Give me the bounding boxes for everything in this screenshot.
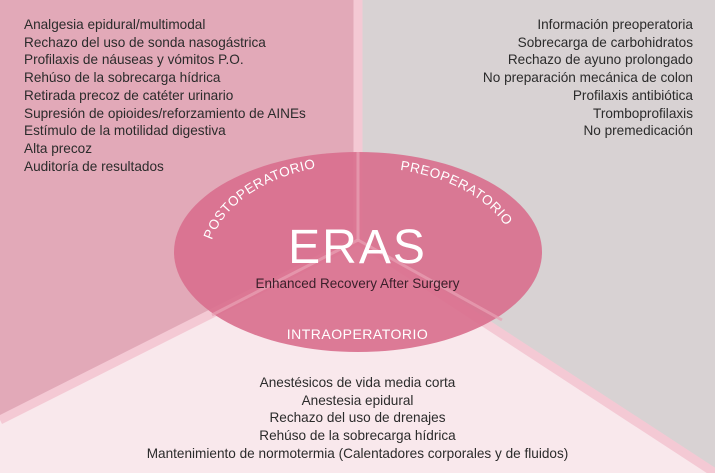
- list-item: Estímulo de la motilidad digestiva: [24, 123, 226, 139]
- ellipse-divider-right: [357, 238, 503, 322]
- preoperatorio-list: Información preoperatoria Sobrecarga de …: [483, 16, 693, 140]
- list-item: Profilaxis de náuseas y vómitos P.O.: [24, 52, 244, 68]
- ellipse-divider-left: [211, 238, 359, 317]
- list-item: Tromboprofilaxis: [593, 105, 693, 121]
- list-item: Rechazo de ayuno prolongado: [507, 52, 693, 68]
- list-item: Sobrecarga de carbohidratos: [517, 34, 693, 50]
- postoperatorio-region: [0, 0, 358, 420]
- list-item: Mantenimiento de normotermia (Calentador…: [146, 445, 569, 461]
- eras-subtitle: Enhanced Recovery After Surgery: [255, 276, 460, 291]
- list-item: Rehúso de la sobrecarga hídrica: [259, 428, 456, 444]
- list-item: Rehúso de la sobrecarga hídrica: [24, 70, 221, 86]
- intraoperatorio-region: [0, 240, 715, 473]
- intraoperatorio-label: INTRAOPERATORIO: [286, 326, 429, 342]
- list-item: Rechazo del uso de drenajes: [269, 410, 446, 426]
- list-item: No preparación mecánica de colon: [482, 70, 693, 86]
- eras-ellipse: [174, 152, 542, 352]
- list-item: Alta precoz: [24, 140, 93, 156]
- list-item: Rechazo del uso de sonda nasogástrica: [24, 34, 266, 50]
- list-item: Retirada precoz de catéter urinario: [24, 87, 234, 103]
- list-item: Anestésicos de vida media corta: [259, 375, 456, 390]
- list-item: Auditoría de resultados: [24, 158, 164, 174]
- list-item: Profilaxis antibiótica: [572, 87, 693, 103]
- list-item: Analgesia epidural/multimodal: [24, 17, 206, 32]
- list-item: Anestesia epidural: [301, 392, 414, 408]
- list-item: No premedicación: [583, 123, 693, 139]
- list-item: Supresión de opioides/reforzamiento de A…: [24, 105, 306, 121]
- eras-title: ERAS: [288, 221, 427, 274]
- list-item: Información preoperatoria: [537, 17, 693, 32]
- intraoperatorio-list: Anestésicos de vida media corta Anestesi…: [0, 374, 715, 463]
- postoperatorio-list: Analgesia epidural/multimodal Rechazo de…: [24, 16, 306, 175]
